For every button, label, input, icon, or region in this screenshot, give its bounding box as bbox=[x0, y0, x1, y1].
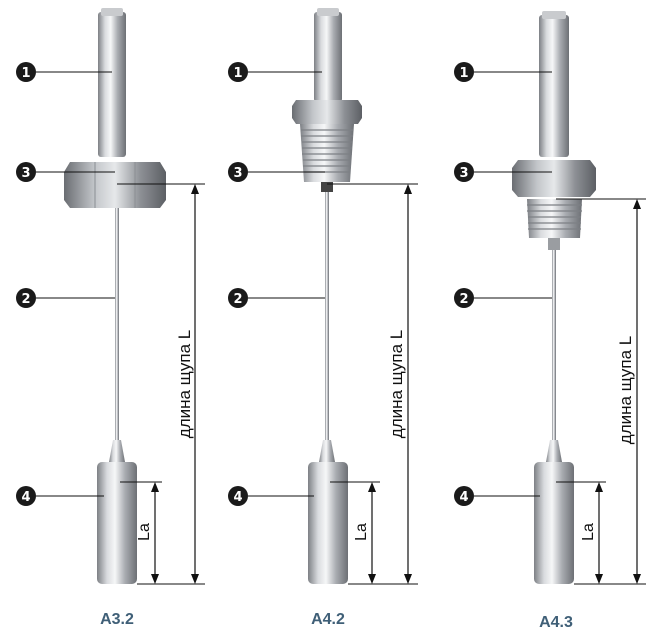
probe-a42-sensor bbox=[308, 462, 348, 584]
callout-2-label: 2 bbox=[21, 292, 30, 307]
callout-3-badge bbox=[16, 162, 36, 182]
probe-a43-cable bbox=[552, 250, 556, 446]
probe-a43 bbox=[512, 11, 596, 584]
dimension-a32: длина щупа L La bbox=[117, 183, 205, 585]
model-label-a32: A3.2 bbox=[100, 611, 134, 628]
callouts-probe-a43: 1 3 2 4 bbox=[454, 62, 552, 506]
svg-text:La: La bbox=[580, 523, 597, 541]
callout-4-label: 4 bbox=[21, 490, 30, 505]
callout-4-badge bbox=[16, 486, 36, 506]
probe-a43-thread bbox=[527, 199, 582, 238]
probe-a32 bbox=[64, 8, 166, 584]
probe-a43-sensor bbox=[534, 462, 574, 584]
model-label-a43: A4.3 bbox=[539, 614, 573, 631]
probe-a43-hex bbox=[512, 160, 596, 197]
callout-1-label: 1 bbox=[21, 66, 30, 81]
probe-a32-hex-nut bbox=[64, 162, 166, 208]
probe-a32-sensor bbox=[97, 462, 137, 584]
svg-text:1: 1 bbox=[233, 66, 242, 81]
probe-a42 bbox=[292, 8, 362, 584]
svg-text:длина щупа L: длина щупа L bbox=[387, 330, 406, 438]
svg-text:4: 4 bbox=[233, 490, 242, 505]
dimension-a43: длина щупа L La bbox=[556, 198, 646, 585]
probe-length-label: длина щупа L bbox=[175, 330, 194, 438]
svg-text:длина щупа L: длина щупа L bbox=[616, 336, 635, 444]
svg-text:2: 2 bbox=[233, 292, 242, 307]
svg-text:2: 2 bbox=[459, 292, 468, 307]
callout-1-badge bbox=[16, 62, 36, 82]
la-label: La bbox=[136, 523, 153, 541]
dimension-a42: длина щупа L La bbox=[327, 183, 418, 585]
probe-a32-handle bbox=[98, 12, 126, 157]
callouts-probe-a42: 1 3 2 4 bbox=[228, 62, 325, 506]
svg-text:3: 3 bbox=[459, 166, 468, 181]
svg-text:3: 3 bbox=[233, 166, 242, 181]
probe-a42-handle bbox=[314, 12, 342, 102]
model-label-a42: A4.2 bbox=[311, 611, 345, 628]
probe-a42-hex bbox=[292, 100, 362, 124]
callout-3-label: 3 bbox=[21, 166, 30, 181]
svg-text:1: 1 bbox=[459, 66, 468, 81]
probe-a42-thread bbox=[300, 124, 354, 182]
svg-text:4: 4 bbox=[459, 490, 468, 505]
svg-text:La: La bbox=[353, 523, 370, 541]
probe-a43-handle bbox=[539, 15, 569, 157]
probe-a42-cable bbox=[325, 192, 329, 444]
callouts-probe-a32: 1 3 2 4 bbox=[16, 62, 115, 506]
callout-2-badge bbox=[16, 288, 36, 308]
probe-a32-cable bbox=[115, 208, 119, 446]
